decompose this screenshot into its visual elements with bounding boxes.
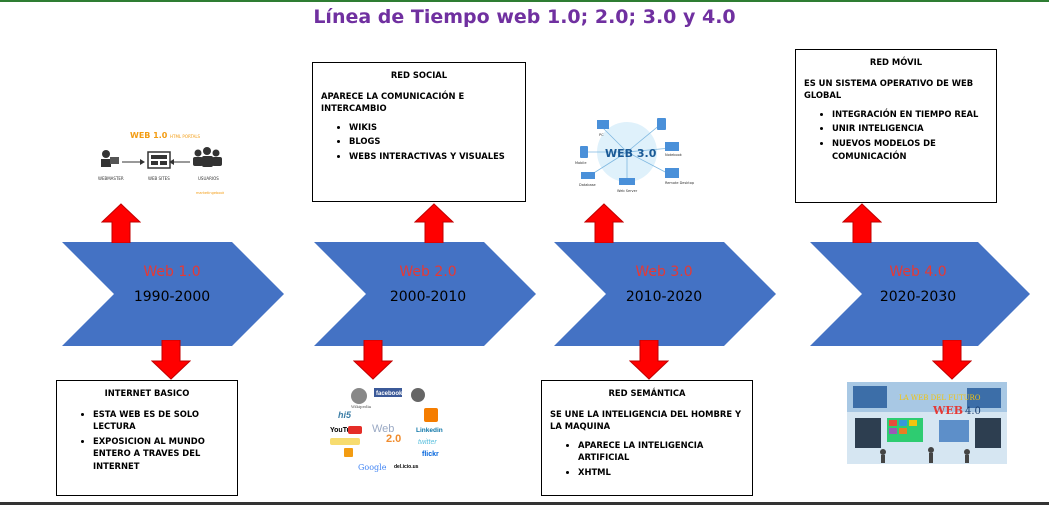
list-item: WIKIS: [349, 121, 517, 134]
box-intro: SE UNE LA INTELIGENCIA DEL HOMBRE Y LA M…: [550, 408, 742, 432]
web4-center-word: WEB: [932, 404, 963, 417]
list-item: WEBS INTERACTIVAS Y VISUALES: [349, 150, 517, 163]
chevron-web3: [554, 242, 776, 346]
era-label-web2: Web 2.0 2000-2010: [348, 261, 508, 308]
linkedin-logo: Linkedin: [416, 427, 443, 434]
arrow-up-icon: [584, 203, 624, 243]
era-label-web4: Web 4.0 2020-2030: [838, 261, 998, 308]
bottom-border: [0, 502, 1049, 505]
list-item: APARECE LA INTELIGENCIA ARTIFICIAL: [578, 439, 744, 464]
list-item: ESTA WEB ES DE SOLO LECTURA: [93, 408, 229, 433]
google-logo: Google: [358, 463, 387, 472]
box-list: ESTA WEB ES DE SOLO LECTURA EXPOSICION A…: [65, 408, 229, 473]
list-item: NUEVOS MODELOS DE COMUNICACIÓN: [832, 137, 988, 162]
node-label: WEBMASTER: [98, 176, 124, 181]
era-name: Web 1.0: [143, 264, 201, 280]
delicious-logo: del.icio.us: [394, 464, 419, 470]
web1-logo-sub: HTML PORTALS: [170, 134, 201, 139]
twitter-logo: twitter: [418, 439, 437, 446]
node-label: Remote Desktop: [665, 181, 695, 185]
arrow-down-icon: [151, 340, 191, 380]
box-red-semantica: RED SEMÁNTICA SE UNE LA INTELIGENCIA DEL…: [541, 380, 753, 496]
node-label: Mobile: [575, 161, 586, 165]
box-intro: APARECE LA COMUNICACIÓN E INTERCAMBIO: [321, 90, 465, 114]
box-internet-basico: INTERNET BASICO ESTA WEB ES DE SOLO LECT…: [56, 380, 238, 496]
box-heading: INTERNET BASICO: [104, 388, 190, 398]
era-name: Web 2.0: [399, 264, 457, 280]
arrow-up-icon: [842, 203, 882, 243]
webmaster-icon: [101, 150, 119, 167]
list-item: XHTML: [578, 466, 744, 479]
arrow-down-icon: [932, 340, 972, 380]
box-heading: RED MÓVIL: [869, 57, 923, 67]
era-label-web3: Web 3.0 2010-2020: [584, 261, 744, 308]
era-years: 1990-2000: [133, 289, 211, 305]
era-years: 2000-2010: [389, 289, 467, 305]
web4-illustration: LA WEB DEL FUTURO WEB 4.0: [847, 382, 1007, 464]
node-label: Database: [579, 183, 596, 187]
node-label: WEB SITES: [148, 176, 170, 181]
arrow-down-icon: [353, 340, 393, 380]
page-title: Línea de Tiempo web 1.0; 2.0; 3.0 y 4.0: [313, 6, 736, 28]
chevron-web2: [314, 242, 536, 346]
box-intro: ES UN SISTEMA OPERATIVO DE WEB GLOBAL: [804, 77, 974, 101]
top-border: [0, 0, 1049, 2]
web1-logo-text: WEB 1.0: [130, 131, 168, 140]
era-name: Web 3.0: [635, 264, 693, 280]
web2-center-number: 2.0: [386, 433, 401, 445]
hi5-logo: hi5: [338, 410, 352, 420]
facebook-logo: facebook: [376, 391, 403, 397]
node-label: PC: [599, 133, 604, 137]
box-red-social: RED SOCIAL APARECE LA COMUNICACIÓN E INT…: [312, 62, 526, 202]
arrow-up-icon: [414, 203, 454, 243]
arrow-up-icon: [101, 203, 141, 243]
list-item: INTEGRACIÓN EN TIEMPO REAL: [832, 108, 988, 121]
flickr-logo: flickr: [422, 451, 439, 458]
node-label: USUARIOS: [198, 176, 219, 181]
wikipedia-logo: Wikipedia: [351, 404, 372, 409]
era-name: Web 4.0: [889, 264, 947, 280]
list-item: UNIR INTELIGENCIA: [832, 122, 988, 135]
era-label-web1: Web 1.0 1990-2000: [92, 261, 252, 308]
box-list: WIKIS BLOGS WEBS INTERACTIVAS Y VISUALES: [321, 121, 517, 163]
web3-center-label: WEB 3.0: [605, 147, 657, 160]
chevron-web1: [62, 242, 284, 346]
node-label: Notebook: [665, 153, 683, 157]
arrow-down-icon: [629, 340, 669, 380]
era-years: 2010-2020: [625, 289, 703, 305]
web4-center-number: 4.0: [965, 406, 981, 417]
web3-network-diagram: WEB 3.0 PC Mobile Notebook Database Remo…: [575, 118, 695, 193]
list-item: BLOGS: [349, 135, 517, 148]
node-label: Web Server: [617, 189, 638, 193]
web2-center-word: Web: [372, 423, 394, 435]
users-icon: [193, 147, 222, 167]
box-red-movil: RED MÓVIL ES UN SISTEMA OPERATIVO DE WEB…: [795, 49, 997, 203]
youtube-logo: YouTube: [330, 427, 359, 434]
box-list: INTEGRACIÓN EN TIEMPO REAL UNIR INTELIGE…: [804, 108, 988, 162]
box-list: APARECE LA INTELIGENCIA ARTIFICIAL XHTML: [550, 439, 744, 479]
chevron-web4: [810, 242, 1030, 346]
box-heading: RED SOCIAL: [390, 70, 448, 80]
web4-image-title: LA WEB DEL FUTURO: [899, 394, 981, 402]
era-years: 2020-2030: [879, 289, 957, 305]
website-icon: [147, 151, 171, 169]
box-heading: RED SEMÁNTICA: [608, 388, 686, 398]
web1-footer: marketingebook: [196, 191, 224, 195]
web1-illustration: WEB 1.0 HTML PORTALS WEBMASTER WEB SITES…: [98, 131, 224, 195]
list-item: EXPOSICION AL MUNDO ENTERO A TRAVES DEL …: [93, 435, 229, 473]
web2-logo-cloud: Wikipedia facebook hi5 YouTube Web 2.0 L…: [330, 388, 443, 472]
